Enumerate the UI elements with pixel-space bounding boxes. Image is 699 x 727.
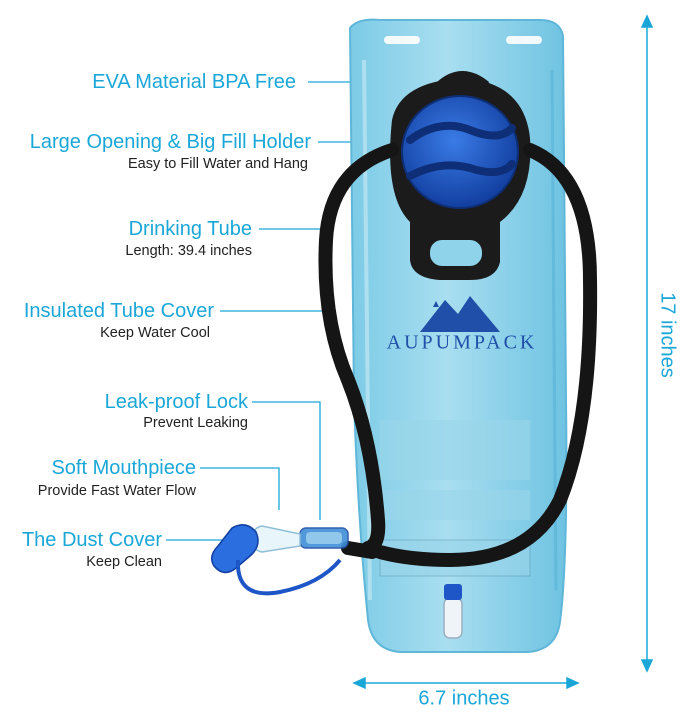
feature-title-insulated-tube-cover: Insulated Tube Cover: [23, 300, 214, 322]
leak-proof-lock: [299, 527, 349, 549]
height-dimension-label: 17 inches: [656, 292, 679, 378]
feature-title-leak-proof-lock: Leak-proof Lock: [104, 391, 248, 413]
brand-logo-mountains: [420, 296, 500, 332]
width-dimension-arrow: [352, 676, 580, 690]
bottom-valve: [443, 584, 463, 639]
feature-title-dust-cover: The Dust Cover: [21, 529, 162, 551]
feature-subtitle-large-opening: Easy to Fill Water and Hang: [128, 156, 308, 172]
feature-subtitle-soft-mouthpiece: Provide Fast Water Flow: [37, 483, 196, 499]
feature-subtitle-dust-cover: Keep Clean: [86, 554, 162, 570]
leader-lines: [166, 81, 410, 541]
feature-title-soft-mouthpiece: Soft Mouthpiece: [51, 457, 196, 479]
feature-subtitle-drinking-tube: Length: 39.4 inches: [125, 243, 252, 259]
feature-subtitle-leak-proof-lock: Prevent Leaking: [143, 415, 248, 431]
feature-title-eva-material: EVA Material BPA Free: [92, 71, 296, 93]
drinking-tube: [318, 143, 598, 568]
width-dimension-label: 6.7 inches: [418, 687, 510, 710]
leader-line-mouthpiece: [200, 467, 280, 510]
blue-fill-cap: [401, 95, 519, 209]
brand-name: AUPUMPACK: [386, 331, 538, 354]
height-dimension-arrow: [640, 14, 654, 673]
soft-mouthpiece: [251, 525, 301, 553]
feature-title-large-opening: Large Opening & Big Fill Holder: [29, 131, 311, 153]
dust-cover: [211, 524, 342, 596]
leader-line-lock: [252, 401, 321, 520]
feature-subtitle-insulated-tube-cover: Keep Water Cool: [100, 325, 210, 341]
feature-title-drinking-tube: Drinking Tube: [128, 218, 252, 240]
